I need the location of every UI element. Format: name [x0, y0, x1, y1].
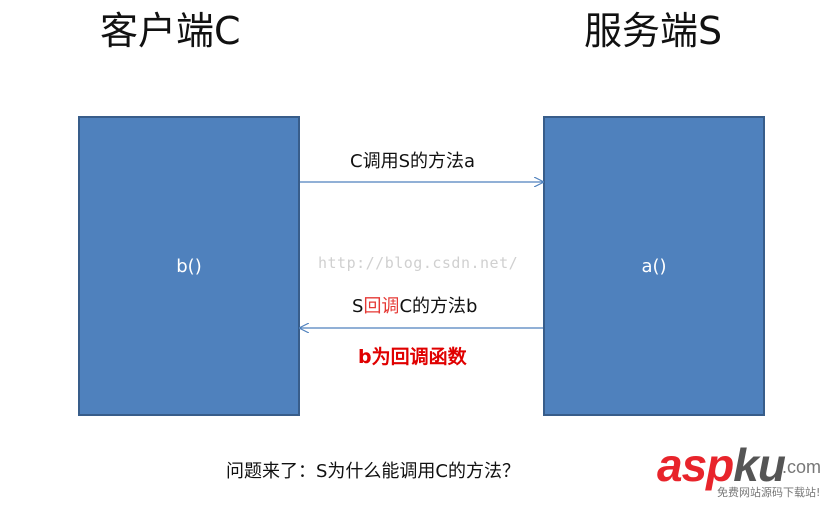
watermark: http://blog.csdn.net/: [318, 254, 519, 272]
server-box: a(): [543, 116, 765, 416]
callback-label-suffix: C的方法b: [399, 296, 478, 317]
client-method-label: b(): [176, 255, 202, 277]
logo-tagline: 免费网站源码下载站!: [717, 486, 821, 499]
callback-function-label: b为回调函数: [358, 346, 467, 368]
aspku-logo: aspku .com 免费网站源码下载站!: [657, 440, 827, 504]
callback-label-prefix: S: [352, 296, 364, 317]
call-label: C调用S的方法a: [350, 151, 476, 172]
client-title: 客户端C: [100, 9, 241, 53]
question-text: 问题来了：S为什么能调用C的方法？: [226, 461, 520, 482]
callback-label-highlight: 回调: [363, 296, 400, 317]
server-method-label: a(): [641, 255, 667, 277]
logo-asp: asp: [657, 439, 734, 491]
server-title: 服务端S: [584, 9, 723, 53]
logo-com: .com: [782, 457, 822, 477]
callback-label: S回调C的方法b: [352, 292, 477, 318]
client-box: b(): [78, 116, 300, 416]
logo-ku: ku: [733, 439, 786, 491]
